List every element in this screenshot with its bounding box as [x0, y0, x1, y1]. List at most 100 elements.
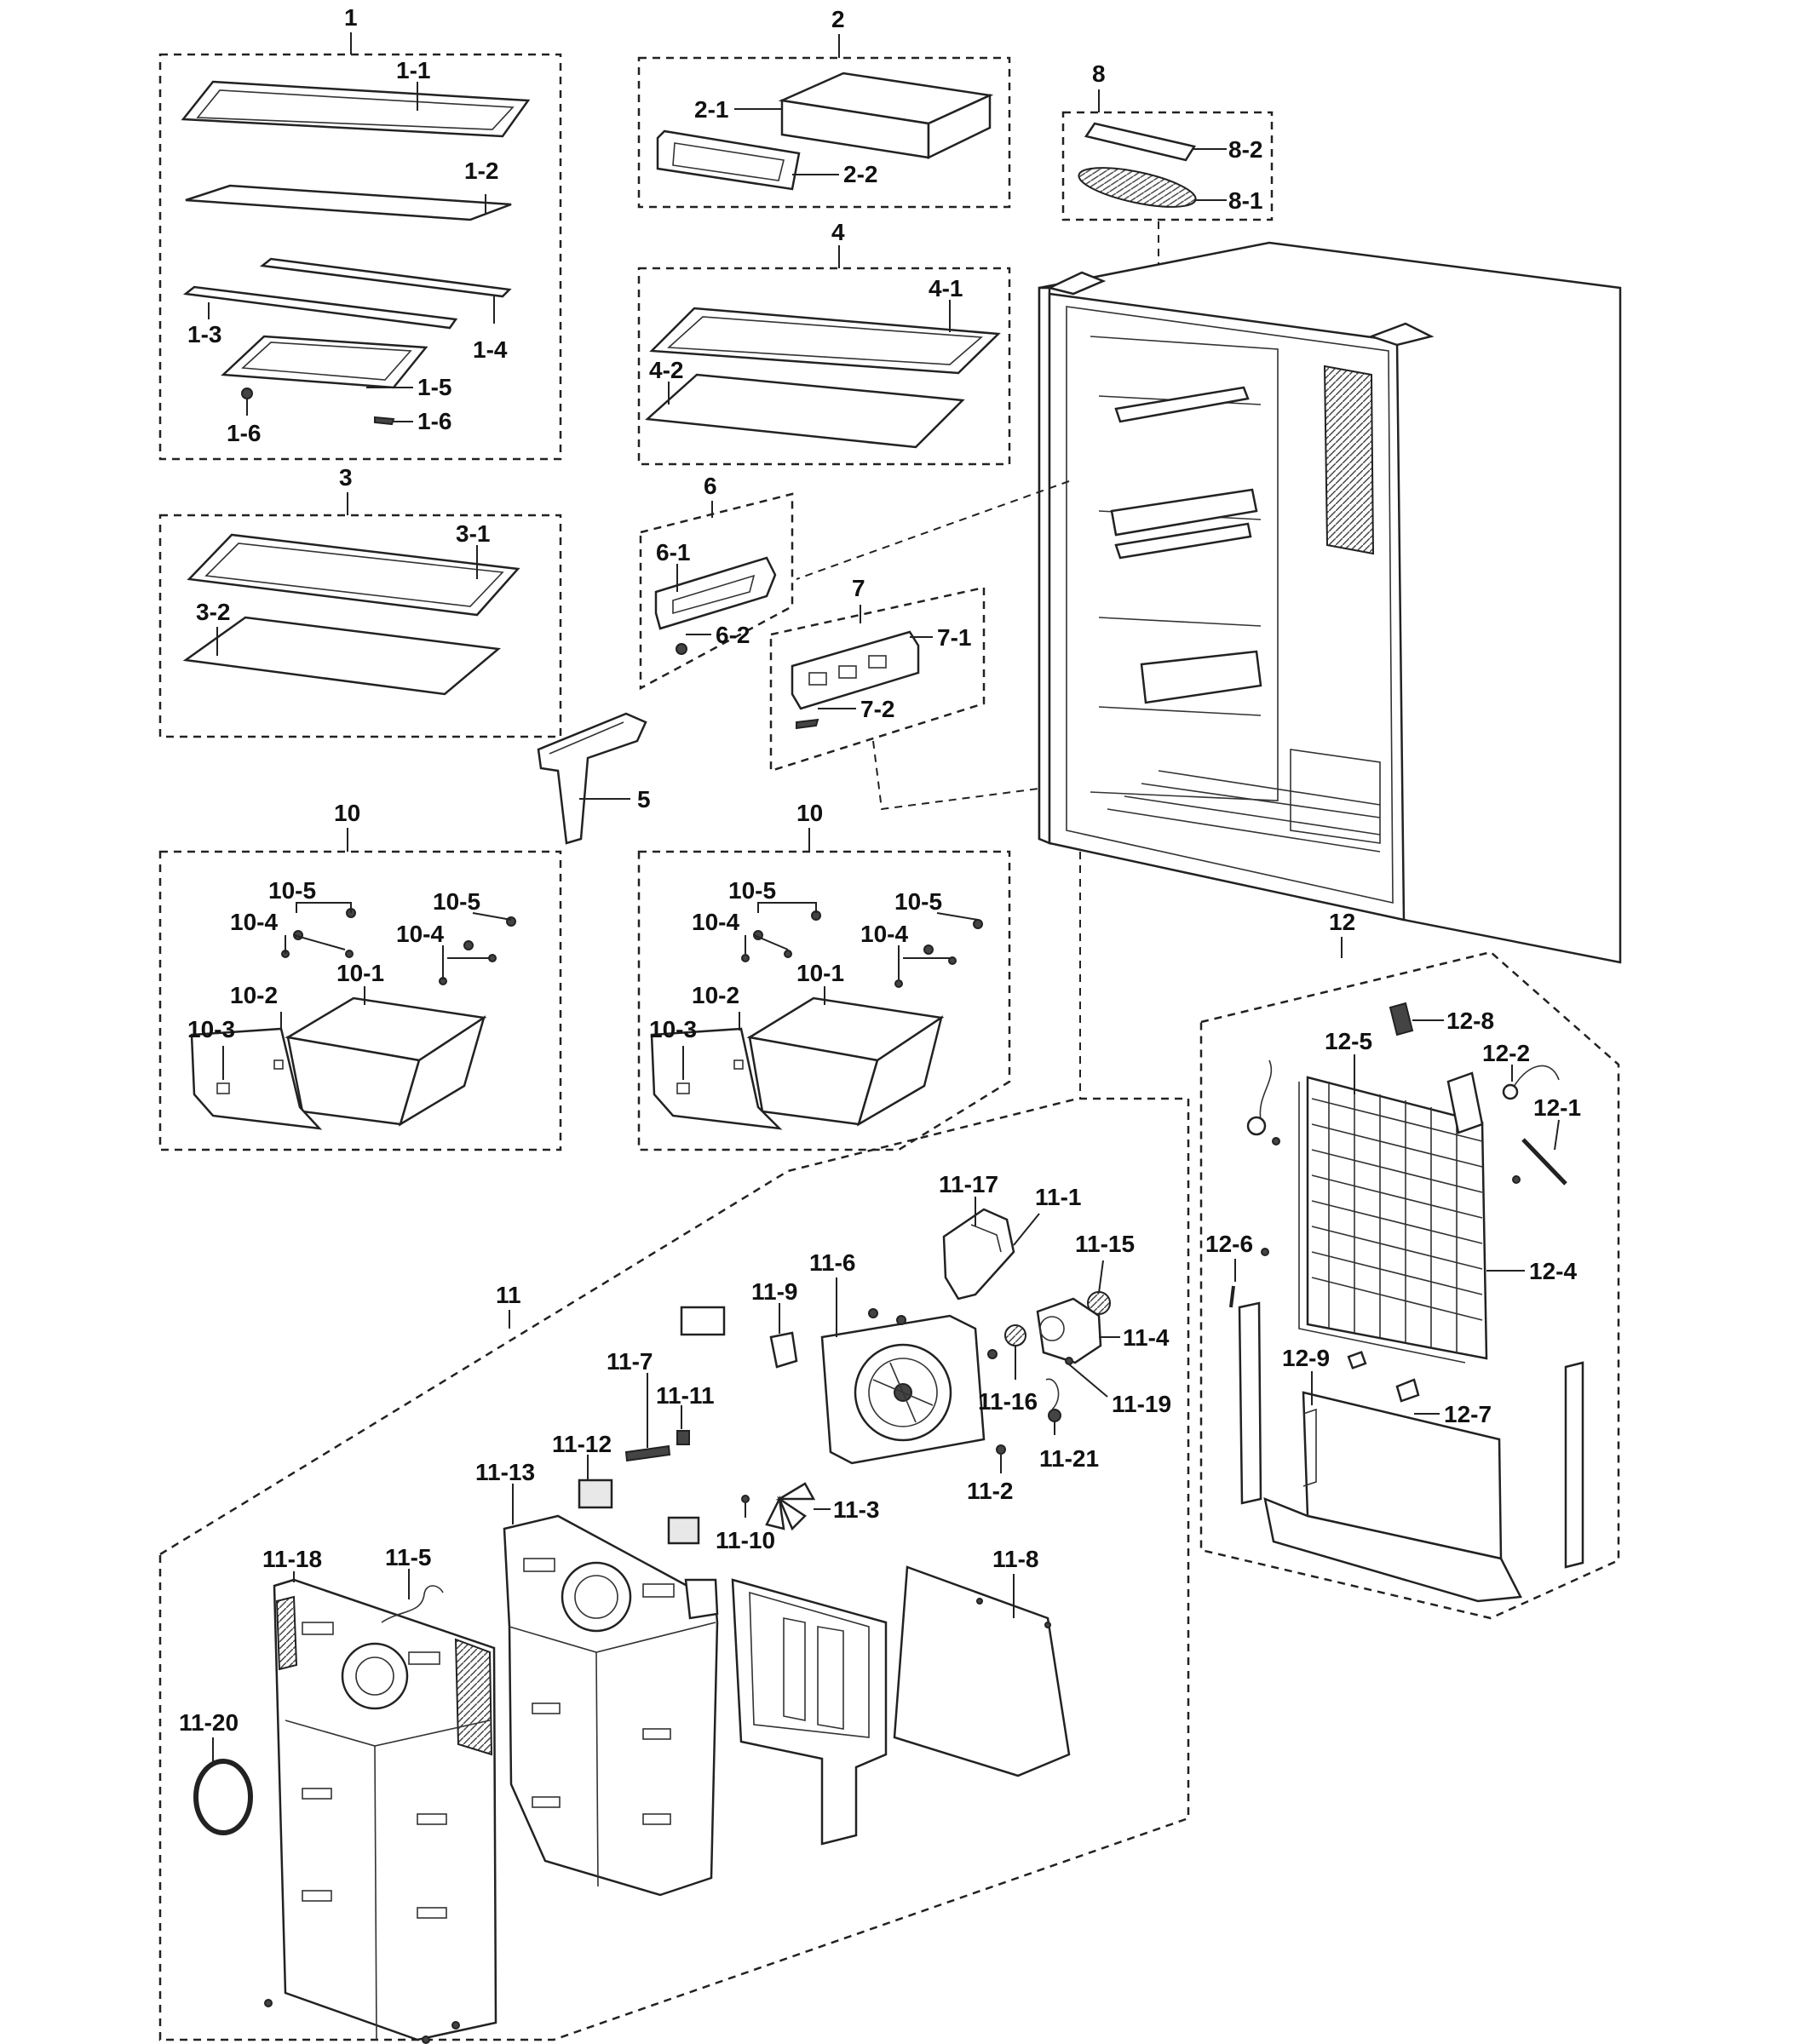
callout-10-4a: 10-4 [230, 909, 278, 935]
callout-11-20: 11-20 [179, 1709, 239, 1736]
callout-11-7: 11-7 [607, 1348, 653, 1375]
callout-11-5: 11-5 [385, 1544, 432, 1570]
part-12-1-heater [1521, 1138, 1567, 1186]
callout-10-3b: 10-3 [649, 1016, 697, 1042]
group-7-label: 7 [852, 575, 865, 601]
part-11-3-fan-blade [765, 1482, 816, 1531]
callout-10-4b: 10-4 [396, 921, 444, 947]
part-1-6-screw-b [374, 416, 395, 426]
callout-10-1a: 10-1 [336, 960, 384, 986]
part-11-6-fan-bracket [820, 1314, 986, 1465]
part-11-insulation-plate [731, 1578, 888, 1846]
callout-labels: 1-1 1-2 1-3 1-4 1-5 1-6 1-6 2-1 2-2 3-1 … [179, 57, 1581, 1761]
callout-2-1: 2-1 [694, 96, 728, 123]
callout-1-2: 1-2 [464, 158, 498, 184]
part-1-1-shelf-frame [181, 80, 531, 138]
callout-10-2a: 10-2 [230, 982, 278, 1008]
callout-12-4: 12-4 [1529, 1258, 1577, 1284]
part-2-1-drawer [778, 72, 994, 159]
part-7-1-control-panel [791, 630, 920, 710]
part-11-11-fuse [676, 1430, 690, 1445]
callout-11-12: 11-12 [552, 1431, 612, 1457]
part-4-1-shelf-frame [649, 307, 1001, 375]
part-11-8-cover-plate [893, 1565, 1071, 1777]
part-1-3-rail [182, 285, 458, 330]
part-12-4-evaporator [1298, 1071, 1488, 1364]
callout-11-17: 11-17 [939, 1171, 998, 1197]
callout-11-19: 11-19 [1112, 1391, 1171, 1417]
group-12: 12 [1199, 909, 1620, 1620]
callout-1-6b: 1-6 [417, 408, 451, 434]
callout-4-1: 4-1 [929, 275, 963, 301]
callout-10-4d: 10-4 [860, 921, 908, 947]
part-1-6-screw [241, 388, 253, 399]
part-3-2-glass [182, 616, 501, 696]
callout-7-2: 7-2 [860, 696, 894, 722]
part-3-1-shelf-frame [187, 533, 520, 617]
callout-11-4: 11-4 [1123, 1324, 1170, 1351]
callout-1-1: 1-1 [396, 57, 430, 83]
part-1-4-rail [259, 257, 512, 298]
callout-10-5a: 10-5 [268, 877, 316, 904]
callout-12-7: 12-7 [1444, 1401, 1492, 1427]
group-12-label: 12 [1329, 909, 1355, 935]
part-11-7-heater-bar [624, 1444, 671, 1462]
group-1: 1 [158, 4, 562, 461]
group-4: 4 [637, 219, 1011, 466]
group-6: 6 [639, 473, 794, 691]
callout-12-6: 12-6 [1205, 1231, 1253, 1257]
callout-7-1: 7-1 [937, 624, 971, 651]
callout-10-4c: 10-4 [692, 909, 739, 935]
callout-11-8: 11-8 [992, 1546, 1039, 1572]
group-6-label: 6 [704, 473, 717, 499]
part-11-18-back-panel [264, 1578, 497, 2044]
callout-11-2: 11-2 [967, 1478, 1014, 1504]
group-10-left: 10 [158, 800, 562, 1151]
callout-11-21: 11-21 [1039, 1445, 1099, 1472]
callout-11-16: 11-16 [978, 1388, 1038, 1415]
part-11-20-seal-ring [193, 1759, 253, 1835]
callout-12-9: 12-9 [1282, 1345, 1330, 1371]
callout-1-4: 1-4 [473, 336, 508, 363]
callout-11-1: 11-1 [1035, 1184, 1082, 1210]
part-11-4-fan-motor [1036, 1297, 1102, 1364]
part-8-1-lamp [1078, 167, 1197, 208]
callout-4-2: 4-2 [649, 357, 683, 383]
callout-8-2: 8-2 [1228, 136, 1262, 163]
group-11: 11 [158, 1097, 1190, 2044]
part-1-5-bracket [221, 335, 428, 389]
part-11-17-motor-cover [942, 1208, 1015, 1300]
callout-11-9: 11-9 [751, 1278, 798, 1305]
callout-3-2: 3-2 [196, 599, 230, 625]
callout-10-3a: 10-3 [187, 1016, 235, 1042]
group-10b-label: 10 [796, 800, 823, 826]
group-10a-label: 10 [334, 800, 360, 826]
group-3-label: 3 [339, 464, 353, 491]
callout-10-5b: 10-5 [433, 888, 480, 915]
callout-12-2: 12-2 [1482, 1040, 1530, 1066]
part-11-label-plate [680, 1306, 726, 1336]
part-11-16-rubber [1004, 1324, 1026, 1346]
group-8-label: 8 [1092, 60, 1106, 87]
callout-10-1b: 10-1 [796, 960, 844, 986]
callout-11-13: 11-13 [475, 1459, 535, 1485]
part-8-2-cover [1084, 122, 1196, 162]
refrigerator-cabinet [796, 241, 1622, 1099]
callout-3-1: 3-1 [456, 520, 490, 547]
part-6-1-bracket [654, 556, 777, 630]
callout-11-6: 11-6 [809, 1249, 856, 1276]
group-1-label: 1 [344, 4, 358, 31]
part-10-1-crisper-bin-b [746, 996, 945, 1127]
callout-6-1: 6-1 [656, 539, 690, 566]
group-2-label: 2 [831, 6, 845, 32]
part-11-9-bracket [769, 1331, 798, 1369]
callout-10-5c: 10-5 [728, 877, 776, 904]
part-2-2-drawer-front [656, 129, 801, 191]
part-5-hinge [537, 712, 647, 845]
callout-12-5: 12-5 [1325, 1028, 1372, 1054]
group-4-label: 4 [831, 219, 845, 245]
callout-5: 5 [637, 786, 651, 812]
part-12-6-pin [1229, 1285, 1235, 1308]
part-1-2-glass [185, 184, 512, 221]
